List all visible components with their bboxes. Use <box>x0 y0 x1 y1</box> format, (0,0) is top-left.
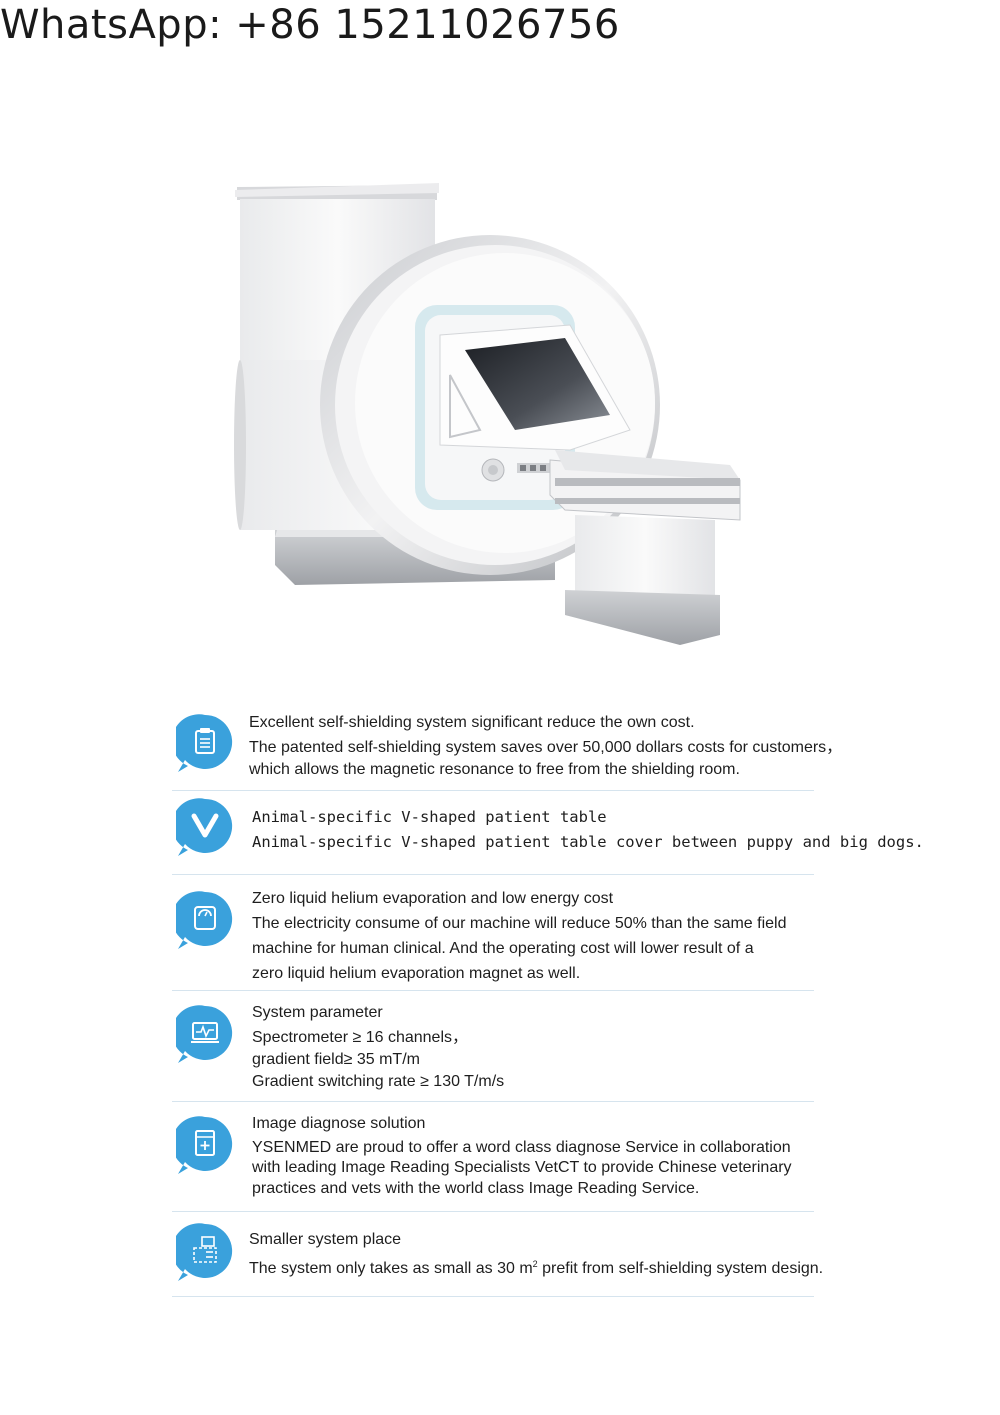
divider <box>172 1296 814 1297</box>
feature-text: YSENMED are proud to offer a word class … <box>252 1138 791 1156</box>
medical-file-icon <box>176 1115 234 1177</box>
divider <box>172 1101 814 1102</box>
feature-text: The electricity consume of our machine w… <box>252 915 787 932</box>
divider <box>172 874 814 875</box>
feature-text: The patented self-shielding system saves… <box>249 739 843 756</box>
divider <box>172 990 814 991</box>
feature-v-shaped-table: Animal-specific V-shaped patient table A… <box>172 791 924 875</box>
feature-text: machine for human clinical. And the oper… <box>252 940 754 957</box>
feature-title: Zero liquid helium evaporation and low e… <box>252 890 614 907</box>
divider <box>172 1211 814 1212</box>
feature-title: Smaller system place <box>249 1231 402 1248</box>
monitor-pulse-icon <box>176 1004 234 1066</box>
feature-text-start: The system only takes as small as 30 m <box>249 1260 533 1277</box>
floor-plan-icon <box>176 1222 234 1284</box>
feature-title: Excellent self-shielding system signific… <box>249 714 695 731</box>
superscript: 2 <box>532 1259 538 1269</box>
feature-title: System parameter <box>252 1004 383 1021</box>
feature-zero-helium: Zero liquid helium evaporation and low e… <box>172 875 814 991</box>
clipboard-icon <box>176 713 234 775</box>
feature-smaller-place: Smaller system place The system only tak… <box>172 1212 823 1297</box>
feature-text: Animal-specific V-shaped patient table c… <box>252 833 924 851</box>
feature-system-parameter: System parameter Spectrometer ≥ 16 chann… <box>172 991 814 1102</box>
feature-image-diagnose: Image diagnose solution YSENMED are prou… <box>172 1102 814 1212</box>
feature-text-end: prefit from self-shielding system design… <box>537 1260 824 1277</box>
divider <box>172 790 814 791</box>
feature-title: Animal-specific V-shaped patient table <box>252 808 607 826</box>
whatsapp-contact: WhatsApp: +86 15211026756 <box>0 2 620 48</box>
feature-title: Image diagnose solution <box>252 1115 426 1132</box>
feature-text: which allows the magnetic resonance to f… <box>249 761 740 778</box>
feature-text: with leading Image Reading Specialists V… <box>252 1159 792 1176</box>
feature-text: practices and vets with the world class … <box>252 1179 700 1197</box>
feature-self-shielding: Excellent self-shielding system signific… <box>172 705 842 791</box>
energy-meter-icon <box>176 890 234 952</box>
v-shape-icon <box>176 797 234 859</box>
feature-text: Gradient switching rate ≥ 130 T/m/s <box>252 1073 505 1090</box>
mri-machine-image <box>234 183 741 645</box>
feature-text: The system only takes as small as 30 m2 … <box>249 1252 934 1281</box>
feature-text: zero liquid helium evaporation magnet as… <box>252 965 581 982</box>
feature-text: Spectrometer ≥ 16 channels， <box>252 1029 469 1046</box>
feature-text: gradient field≥ 35 mT/m <box>252 1051 420 1068</box>
